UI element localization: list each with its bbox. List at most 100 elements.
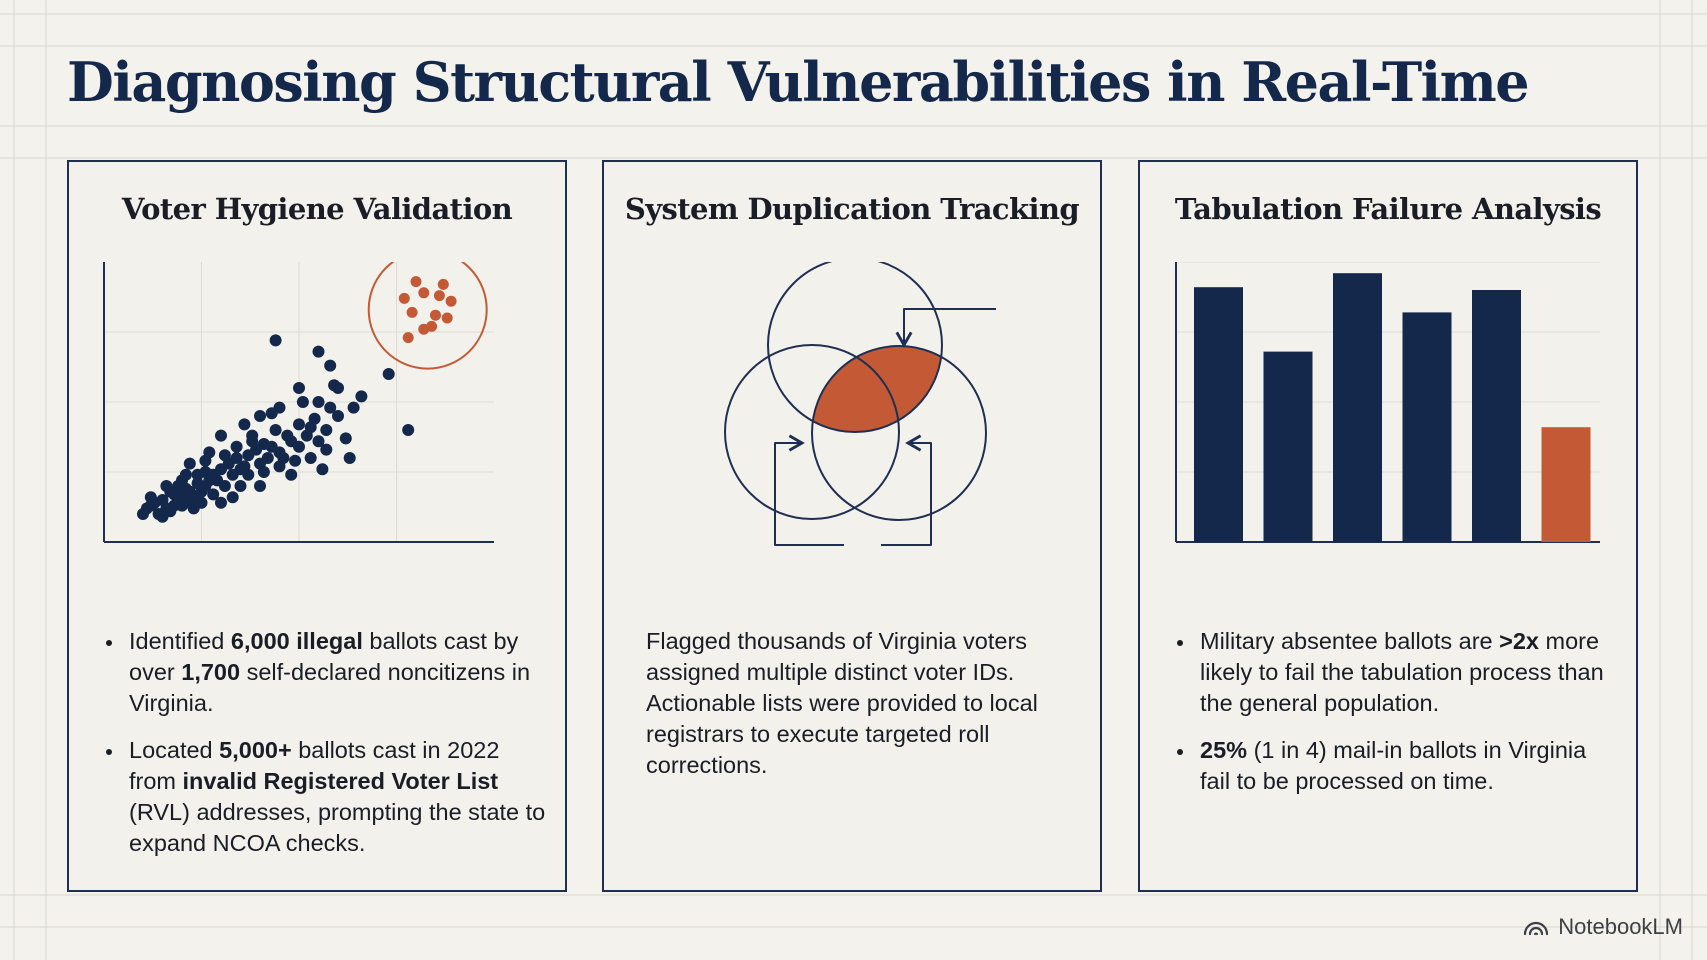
scatter-point (312, 435, 325, 448)
panel-voter-hygiene: Voter Hygiene Validation Identified 6,00… (67, 160, 567, 892)
scatter-point (195, 496, 208, 509)
brand-name: NotebookLM (1558, 914, 1683, 939)
bullet-highlight: 5,000+ (219, 737, 292, 763)
description: Flagged thousands of Virginia voters ass… (646, 628, 1038, 778)
scatter-point (402, 424, 415, 436)
outlier-point (418, 323, 430, 335)
scatter-point (254, 480, 266, 492)
scatter-point (164, 505, 177, 518)
bar (1472, 290, 1521, 542)
panel-title: Tabulation Failure Analysis (1174, 192, 1602, 226)
outlier-point (437, 278, 449, 290)
outlier-cluster-ring (367, 262, 488, 370)
bullet-text: ballots cast in 2022 from (129, 737, 500, 794)
page-title: Diagnosing Structural Vulnerabilities in… (67, 50, 1530, 114)
bar (1263, 351, 1313, 542)
bullet-item: Military absentee ballots are >2x more l… (1170, 626, 1618, 719)
outlier-point (441, 312, 453, 324)
scatter-point (339, 432, 352, 445)
scatter-point (191, 468, 204, 481)
scatter-point (172, 480, 185, 492)
bar (1194, 287, 1243, 542)
arrow-into-overlap (895, 308, 996, 348)
panel-title: Voter Hygiene Validation (121, 192, 513, 226)
venn-diagram (724, 262, 996, 546)
bar (1333, 273, 1382, 542)
outlier-point (398, 292, 410, 304)
bullet-item: Located 5,000+ ballots cast in 2022 from… (99, 735, 547, 859)
scatter-point (254, 410, 266, 422)
outlier-point (402, 332, 414, 344)
bullet-text: self-declared noncitizens in Virginia. (129, 659, 531, 716)
scatter-point (289, 454, 302, 467)
scatter-point (238, 418, 251, 431)
notebooklm-icon (1524, 921, 1549, 936)
scatter-point (382, 368, 395, 380)
scatter-point (207, 488, 220, 501)
venn-circle-top (767, 262, 943, 433)
scatter-point (304, 452, 317, 464)
panel-system-duplication: System Duplication Tracking Flagged thou… (602, 160, 1102, 892)
scatter-point (246, 429, 259, 442)
scatter-point (269, 334, 282, 347)
brand-logo: NotebookLM (1522, 914, 1683, 940)
scatter-point (320, 443, 333, 456)
scatter-point (328, 379, 341, 392)
bullet-highlight: 6,000 illegal (230, 628, 363, 654)
scatter-point (257, 466, 270, 478)
scatter-point (226, 491, 239, 504)
scatter-point (320, 424, 333, 436)
scatter-point (343, 452, 356, 464)
scatter-point (218, 449, 231, 462)
scatter-point (347, 401, 360, 414)
scatter-point (261, 452, 274, 464)
bullet-highlight: >2x (1499, 628, 1539, 654)
bullet-highlight: 25% (1200, 737, 1248, 763)
bar (1402, 312, 1452, 542)
bullet-list: Identified 6,000 illegal ballots cast by… (99, 626, 547, 875)
scatter-point (324, 401, 337, 414)
bullet-item: 25% (1 in 4) mail-in ballots in Virginia… (1170, 735, 1618, 797)
scatter-point (160, 480, 173, 492)
bullet-list: Military absentee ballots are >2x more l… (1170, 626, 1618, 813)
scatter-point (230, 440, 243, 453)
bullet-text: (RVL) addresses, prompting the state to … (129, 799, 546, 856)
scatter-point (312, 396, 325, 408)
scatter-point (269, 424, 282, 436)
scatter-point (199, 454, 212, 467)
bullet-highlight: 1,700 (181, 659, 241, 685)
outlier-point (430, 309, 441, 321)
loop-arrow-right (881, 434, 932, 546)
scatter-point (293, 418, 305, 431)
bar-chart (1175, 262, 1600, 543)
scatter-point (234, 480, 247, 492)
bullet-highlight: invalid Registered Voter List (182, 768, 499, 794)
scatter-point (273, 460, 286, 473)
scatter-point (304, 421, 317, 434)
scatter-point (148, 496, 161, 509)
scatter-point (296, 396, 309, 408)
bar (1541, 427, 1591, 542)
scatter-point (355, 390, 368, 403)
scatter-point (230, 452, 243, 464)
outlier-point (433, 290, 445, 302)
scatter-point (218, 480, 231, 492)
bullet-item: Identified 6,000 illegal ballots cast by… (99, 626, 547, 719)
bullet-text: Identified (129, 628, 231, 654)
venn-circle-left (724, 344, 900, 520)
scatter-point (332, 410, 344, 422)
scatter-point (215, 429, 227, 442)
panel-tabulation-failure: Tabulation Failure Analysis Military abs… (1138, 160, 1638, 892)
outlier-point (406, 306, 418, 318)
loop-arrow-left (774, 434, 844, 546)
panel-title: System Duplication Tracking (624, 192, 1080, 226)
bullet-text: Military absentee ballots are (1200, 628, 1500, 654)
scatter-point (179, 468, 192, 481)
bullet-text: Located (129, 737, 220, 763)
bullet-text: (1 in 4) mail-in ballots in Virginia fai… (1200, 737, 1587, 794)
scatter-point (324, 359, 337, 372)
outlier-point (410, 276, 422, 288)
scatter-point (293, 440, 305, 453)
bullet-text: more likely to fail the tabulation proce… (1200, 628, 1604, 716)
scatter-point (265, 407, 278, 420)
